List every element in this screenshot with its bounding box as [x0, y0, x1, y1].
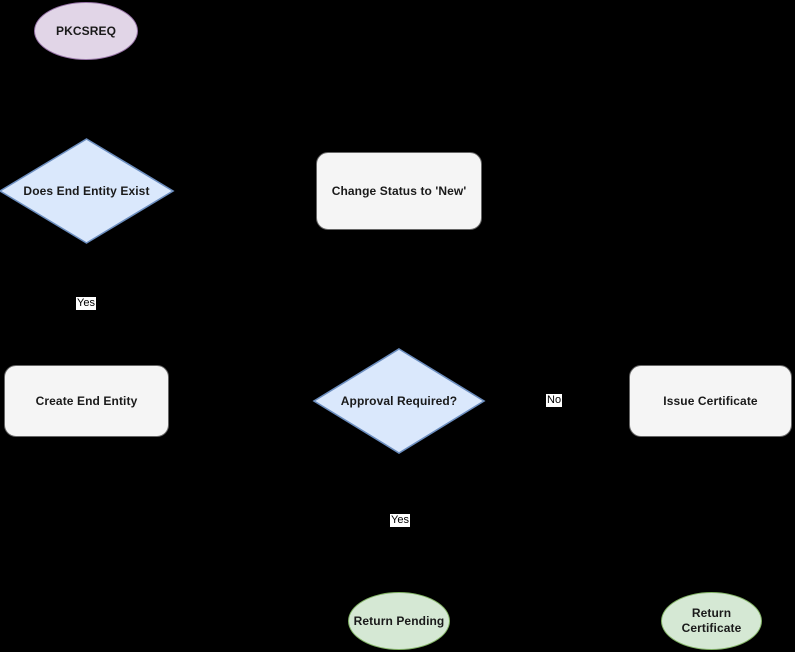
node-return-certificate-label-line2: Certificate — [681, 621, 742, 635]
node-issue-certificate[interactable]: Issue Certificate — [629, 365, 792, 437]
node-return-certificate[interactable]: Return Certificate — [661, 592, 762, 650]
node-change-status-to-new[interactable]: Change Status to 'New' — [316, 152, 482, 230]
node-return-certificate-label-line1: Return — [691, 606, 732, 620]
edge-label-yes-approval: Yes — [390, 514, 410, 527]
node-approval-required[interactable]: Approval Required? — [312, 348, 486, 454]
node-create-end-entity-label: Create End Entity — [35, 393, 138, 408]
diamond-shape-icon — [0, 138, 175, 244]
node-does-end-entity-exist[interactable]: Does End Entity Exist — [0, 138, 175, 244]
node-pkcsreq[interactable]: PKCSREQ — [34, 2, 138, 60]
node-pkcsreq-label: PKCSREQ — [55, 23, 117, 38]
node-create-end-entity[interactable]: Create End Entity — [4, 365, 169, 437]
edge-label-no-approval: No — [546, 394, 563, 407]
node-return-pending[interactable]: Return Pending — [348, 592, 450, 650]
node-return-pending-label: Return Pending — [353, 613, 445, 628]
diamond-shape-icon — [312, 348, 486, 454]
node-change-status-to-new-label: Change Status to 'New' — [331, 183, 467, 198]
node-approval-required-label: Approval Required? — [340, 393, 458, 408]
node-does-end-entity-exist-label: Does End Entity Exist — [23, 183, 150, 198]
edge-label-yes-entity-exists: Yes — [76, 297, 96, 310]
node-issue-certificate-label: Issue Certificate — [663, 393, 758, 408]
